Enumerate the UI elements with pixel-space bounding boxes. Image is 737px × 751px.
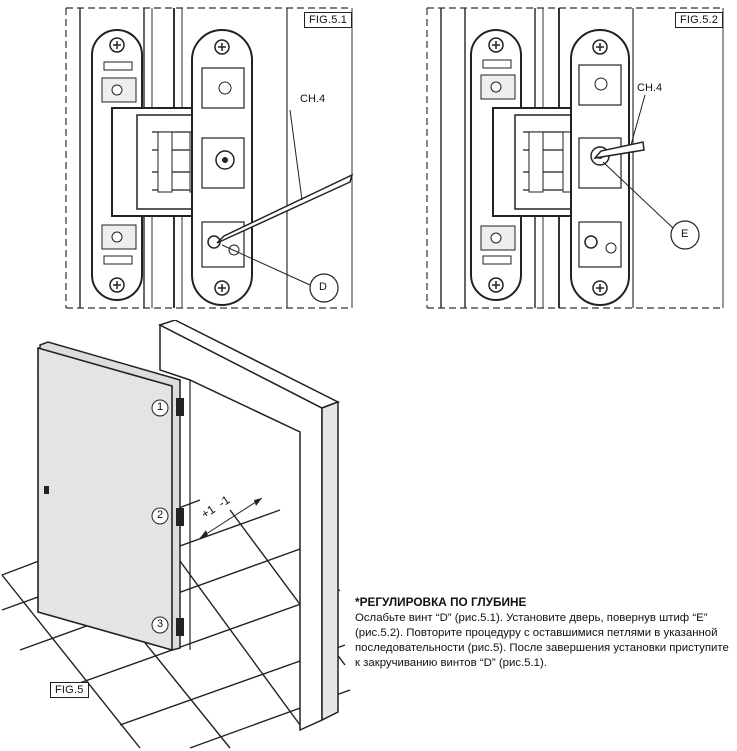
fig-5-2-label: FIG.5.2 [675,12,724,28]
figure-5: 1 2 3 +1 -1 FIG.5 [0,320,360,750]
hinge-drawing-5-2 [426,7,724,309]
instructions-heading: *РЕГУЛИРОВКА ПО ГЛУБИНЕ [355,595,527,609]
hinge-callout-1: 1 [157,401,164,413]
fig-5-1-label: FIG.5.1 [304,12,353,28]
figure-5-2: FIG.5.2 CH.4 E [423,0,733,312]
door-drawing [1,320,351,749]
instructions-body: Ослабьте винт “D” (рис.5.1). Установите … [355,612,729,669]
hinge-drawing-5-1 [65,7,354,309]
instructions-block: *РЕГУЛИРОВКА ПО ГЛУБИНЕ Ослабьте винт “D… [355,595,735,671]
tool-label-ch4: CH.4 [637,82,663,94]
hinge-callout-3: 3 [157,618,164,630]
figure-5-1: FIG.5.1 CH.4 D [62,0,362,312]
tool-label-ch4: CH.4 [300,93,326,105]
callout-d: D [319,281,327,293]
hinge-callout-2: 2 [157,509,164,521]
callout-e: E [681,228,689,240]
fig-5-label: FIG.5 [50,682,89,698]
